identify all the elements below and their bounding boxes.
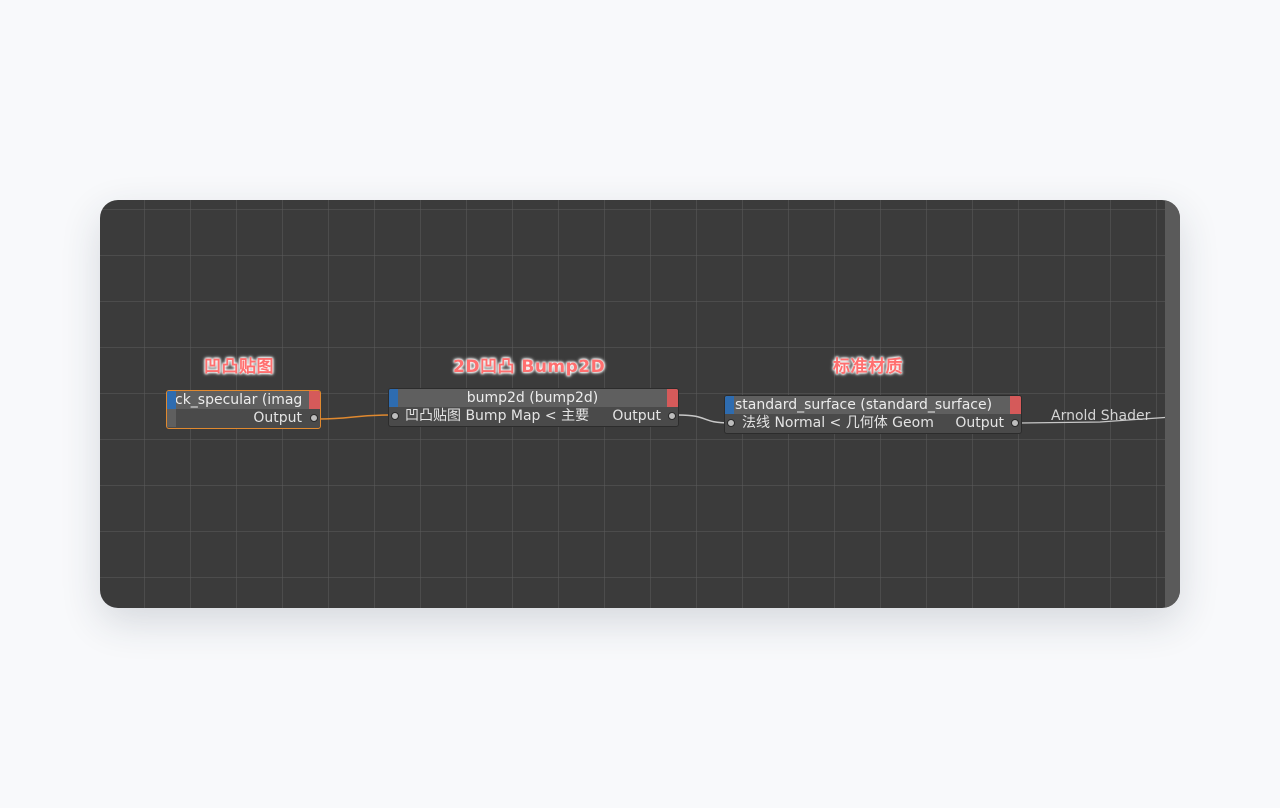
bump2d-node-row: 凹凸贴图 Bump Map < 主要 Output <box>389 407 678 425</box>
connection-wires <box>318 414 1173 424</box>
image-node[interactable]: ck_specular (imag Output <box>166 390 321 429</box>
normal-input-label: 法线 Normal < 几何体 Geom <box>742 415 934 431</box>
standard-surface-node[interactable]: standard_surface (standard_surface) 法线 N… <box>724 395 1022 434</box>
wire-bump-to-surface[interactable] <box>677 414 731 424</box>
output-tab[interactable] <box>309 391 320 409</box>
vertical-scrollbar[interactable] <box>1165 200 1180 608</box>
input-tab[interactable] <box>389 389 398 407</box>
standard-surface-node-header[interactable]: standard_surface (standard_surface) <box>725 396 1021 414</box>
image-output-port[interactable] <box>310 414 318 422</box>
image-output-label: Output <box>253 410 302 426</box>
image-node-header[interactable]: ck_specular (imag <box>167 391 320 409</box>
bump2d-node-header[interactable]: bump2d (bump2d) <box>389 389 678 407</box>
bump2d-node-title: bump2d (bump2d) <box>466 390 599 406</box>
standard-surface-node-row: 法线 Normal < 几何体 Geom Output <box>725 414 1021 432</box>
standard-surface-output-port[interactable] <box>1011 419 1019 427</box>
normal-input-port[interactable] <box>727 419 735 427</box>
image-node-output-row: Output <box>167 409 320 427</box>
annotation-standard-material: 标准材质 <box>833 357 903 377</box>
wire-surface-to-shader[interactable] <box>1019 416 1173 424</box>
wire-image-to-bump[interactable] <box>318 414 391 420</box>
annotation-bump-map: 凹凸贴图 <box>204 357 274 377</box>
node-editor-canvas[interactable]: 凹凸贴图 2D凹凸 Bump2D 标准材质 ck_specular (imag … <box>100 200 1180 608</box>
input-tab[interactable] <box>725 396 734 414</box>
bump2d-output-label: Output <box>612 408 661 424</box>
bump-map-input-port[interactable] <box>391 412 399 420</box>
arnold-shader-label: Arnold Shader <box>1051 408 1151 424</box>
annotation-bump2d: 2D凹凸 Bump2D <box>453 357 606 377</box>
output-tab[interactable] <box>667 389 678 407</box>
standard-surface-output-label: Output <box>955 415 1004 431</box>
bump2d-node[interactable]: bump2d (bump2d) 凹凸贴图 Bump Map < 主要 Outpu… <box>388 388 679 427</box>
bump-map-input-label: 凹凸贴图 Bump Map < 主要 <box>405 408 590 424</box>
image-node-title: ck_specular (imag <box>175 392 303 408</box>
bump2d-output-port[interactable] <box>668 412 676 420</box>
input-tab[interactable] <box>167 391 176 409</box>
row-tab <box>167 409 176 427</box>
output-tab[interactable] <box>1010 396 1021 414</box>
standard-surface-node-title: standard_surface (standard_surface) <box>735 397 993 413</box>
